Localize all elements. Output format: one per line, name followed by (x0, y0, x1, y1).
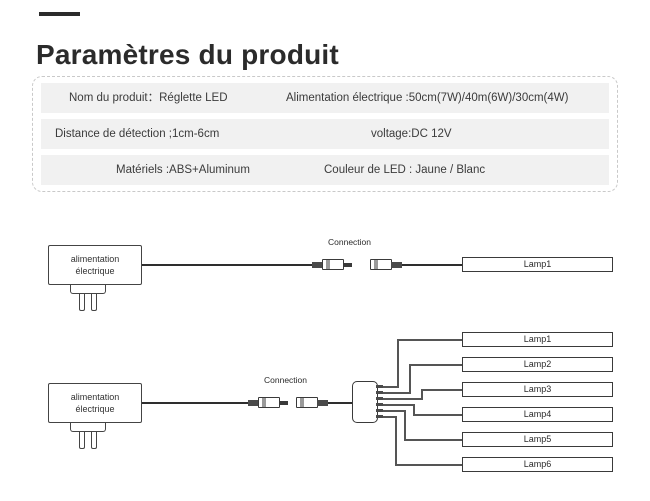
plug-prong (79, 294, 85, 311)
branch-wire (404, 410, 406, 440)
lamp-cable (400, 264, 463, 266)
branch-wire (404, 439, 463, 441)
hub-port (376, 385, 383, 388)
hub-input-cable (326, 402, 352, 404)
hub-port (376, 409, 383, 412)
lamp-bar: Lamp6 (462, 457, 613, 472)
hub-port (376, 403, 383, 406)
connector-grip (248, 399, 259, 406)
lamp-bar: Lamp3 (462, 382, 613, 397)
branch-wire (413, 414, 463, 416)
connector-grip (391, 261, 402, 268)
plug-base-plate (70, 423, 106, 432)
connector-pin (280, 400, 288, 405)
spec-table-panel: Nom du produit：Réglette LED Alimentation… (32, 76, 618, 192)
branch-wire (383, 404, 415, 406)
wiring-diagrams: alimentation électrique Connection Lamp1 (0, 205, 650, 501)
plug-prong (79, 432, 85, 449)
connector-band (262, 398, 266, 407)
spec-materials: Matériels :ABS+Aluminum (116, 164, 250, 176)
connector-band (374, 260, 378, 269)
connector-pin (344, 262, 352, 267)
psu-label-line1: alimentation (70, 392, 120, 402)
branch-wire (409, 364, 463, 366)
lamp-label: Lamp1 (523, 259, 552, 269)
spec-voltage: voltage:DC 12V (371, 128, 452, 140)
connection-label: Connection (328, 237, 372, 247)
table-row: Nom du produit：Réglette LED Alimentation… (41, 83, 609, 113)
spec-power-supply: Alimentation électrique :50cm(7W)/40m(6W… (286, 92, 569, 104)
branch-wire (383, 410, 406, 412)
lamp-label: Lamp4 (523, 409, 552, 419)
spec-product-name: Nom du produit：Réglette LED (69, 92, 228, 104)
lamp-bar: Lamp1 (462, 257, 613, 272)
branch-wire (395, 416, 397, 465)
hub-port (376, 391, 383, 394)
lamp-bar: Lamp5 (462, 432, 613, 447)
branch-wire (383, 386, 399, 388)
hub-port (376, 397, 383, 400)
power-supply-unit: alimentation électrique (48, 383, 142, 423)
connection-label: Connection (264, 375, 308, 385)
page-title: Paramètres du produit (36, 38, 339, 70)
branch-wire (383, 398, 423, 400)
plug-base-plate (70, 285, 106, 294)
lamp-bar: Lamp2 (462, 357, 613, 372)
power-supply-unit: alimentation électrique (48, 245, 142, 285)
branch-wire (413, 404, 415, 415)
plug-prong (91, 432, 97, 449)
table-row: Matériels :ABS+Aluminum Couleur de LED :… (41, 155, 609, 185)
power-cable (142, 402, 250, 404)
title-accent-rule (39, 12, 80, 16)
six-way-splitter-hub (352, 381, 378, 423)
psu-label-line2: électrique (75, 404, 115, 414)
branch-wire (397, 339, 399, 387)
table-row: Distance de détection ;1cm-6cm voltage:D… (41, 119, 609, 149)
spec-led-color: Couleur de LED : Jaune / Blanc (324, 164, 486, 176)
lamp-label: Lamp3 (523, 384, 552, 394)
lamp-label: Lamp5 (523, 434, 552, 444)
connector-band (326, 260, 330, 269)
spec-detection-distance: Distance de détection ;1cm-6cm (55, 128, 220, 140)
lamp-label: Lamp2 (523, 359, 552, 369)
connector-grip (317, 399, 328, 406)
lamp-label: Lamp1 (523, 334, 552, 344)
connector-band (300, 398, 304, 407)
branch-wire (395, 464, 463, 466)
branch-wire (409, 364, 411, 393)
hub-port (376, 415, 383, 418)
lamp-bar: Lamp1 (462, 332, 613, 347)
connector-barrel (322, 259, 344, 270)
lamp-label: Lamp6 (523, 459, 552, 469)
branch-wire (421, 389, 463, 391)
branch-wire (383, 416, 397, 418)
branch-wire (397, 339, 463, 341)
lamp-bar: Lamp4 (462, 407, 613, 422)
plug-prong (91, 294, 97, 311)
branch-wire (383, 392, 411, 394)
branch-wire (421, 389, 423, 399)
connector-barrel (258, 397, 280, 408)
connector-grip (312, 261, 323, 268)
power-cable (142, 264, 314, 266)
psu-label-line2: électrique (75, 266, 115, 276)
psu-label-line1: alimentation (70, 254, 120, 264)
